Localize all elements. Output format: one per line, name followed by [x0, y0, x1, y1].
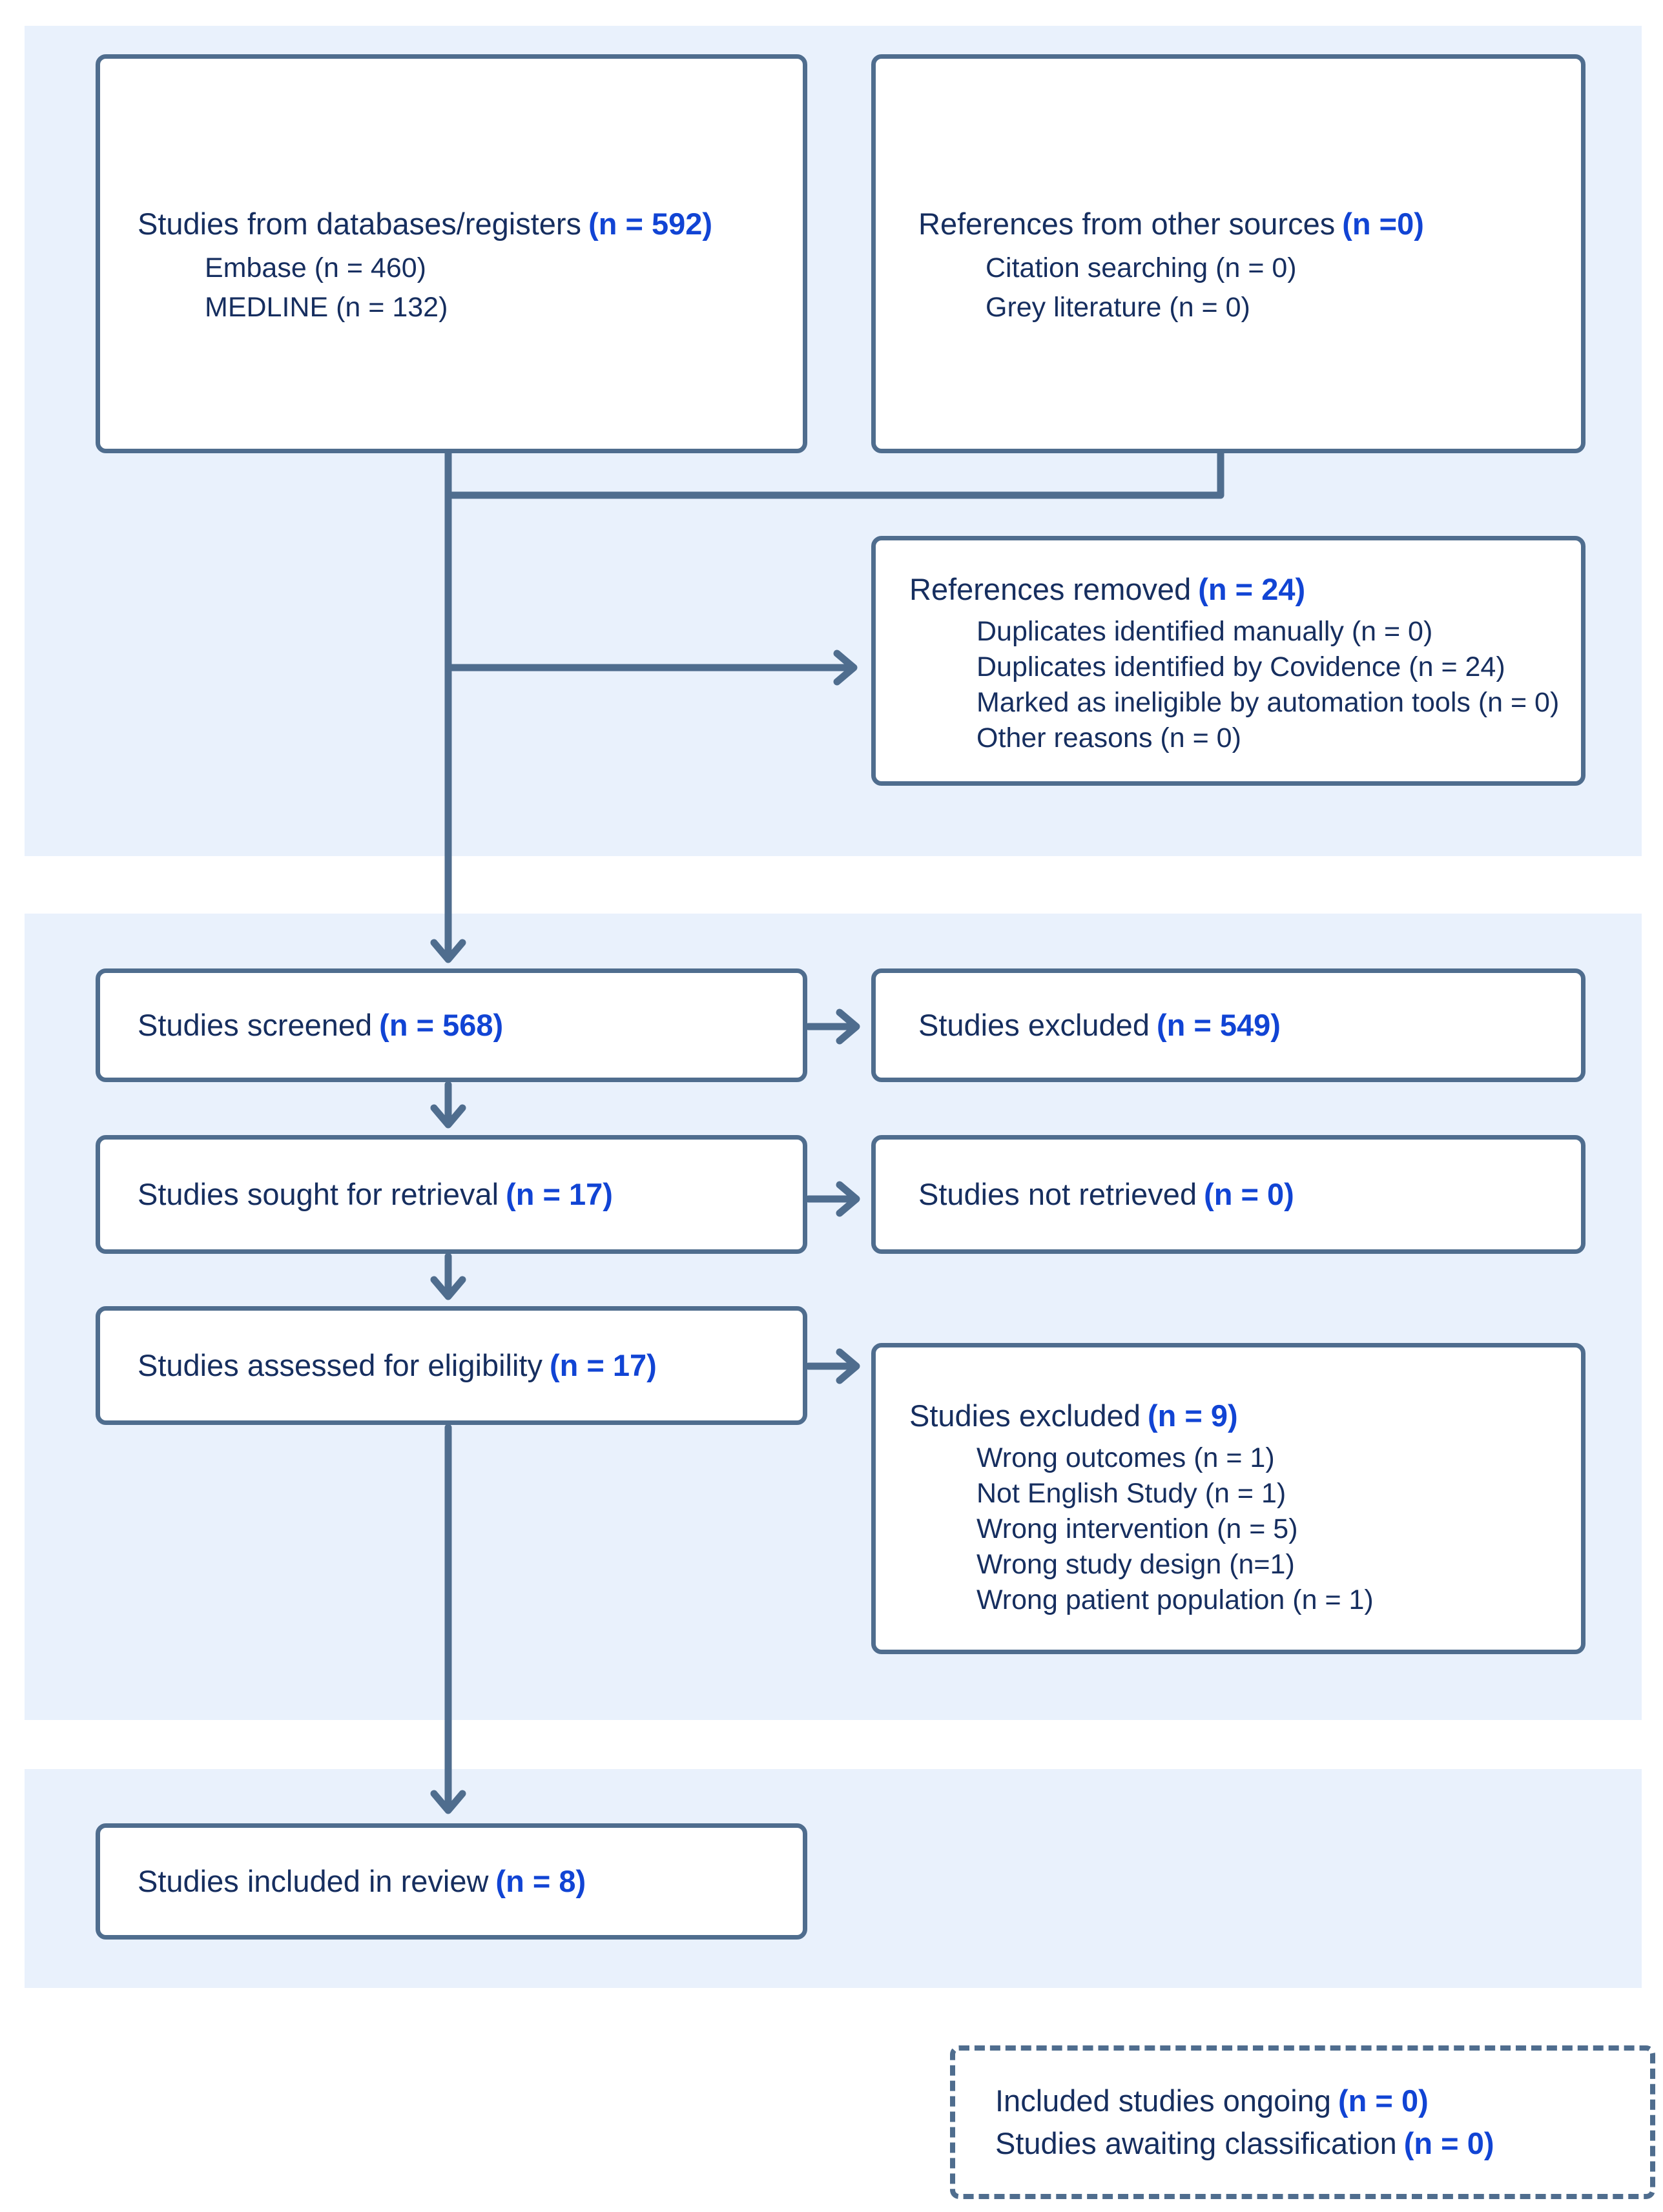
box-studies-assessed-for-eligibility: Studies assessed for eligibility(n = 17) [96, 1306, 807, 1425]
box-title: Studies assessed for eligibility(n = 17) [138, 1347, 657, 1384]
title-count: (n = 549) [1156, 1008, 1281, 1042]
box-studies-screened: Studies screened(n = 568) [96, 968, 807, 1082]
title-label: Studies from databases/registers [138, 207, 582, 241]
list-item: Wrong intervention (n = 5) [976, 1513, 1298, 1544]
title-count: (n = 0) [1403, 2126, 1494, 2160]
box-studies-not-retrieved: Studies not retrieved(n = 0) [871, 1135, 1586, 1254]
title-label: Studies excluded [909, 1398, 1141, 1433]
box-title: Studies included in review(n = 8) [138, 1863, 586, 1900]
title-count: (n = 0) [1338, 2084, 1429, 2118]
box-title: References from other sources(n =0) [918, 206, 1565, 242]
list-item: Wrong outcomes (n = 1) [976, 1442, 1275, 1473]
box-studies-sought-for-retrieval: Studies sought for retrieval(n = 17) [96, 1135, 807, 1254]
box-title: Studies excluded(n = 549) [918, 1007, 1281, 1043]
title-count: (n = 24) [1198, 572, 1306, 606]
title-label: References removed [909, 572, 1192, 606]
title-label: Studies excluded [918, 1008, 1150, 1042]
box-items: Duplicates identified manually (n = 0) D… [976, 614, 1565, 756]
title-count: (n = 592) [588, 207, 713, 241]
box-items: Embase (n = 460) MEDLINE (n = 132) [205, 249, 787, 327]
title-label: Studies not retrieved [918, 1177, 1197, 1211]
ongoing-line: Included studies ongoing(n = 0) [995, 2080, 1650, 2122]
box-title: Studies from databases/registers(n = 592… [138, 206, 787, 242]
box-title: Studies excluded(n = 9) [909, 1398, 1565, 1434]
list-item: Not English Study (n = 1) [976, 1478, 1286, 1509]
box-items: Wrong outcomes (n = 1) Not English Study… [976, 1440, 1565, 1618]
box-awaiting-classification: Included studies ongoing(n = 0) Studies … [950, 2045, 1655, 2199]
box-studies-from-databases: Studies from databases/registers(n = 592… [96, 54, 807, 453]
box-studies-excluded-eligibility: Studies excluded(n = 9) Wrong outcomes (… [871, 1343, 1586, 1654]
box-title: Studies sought for retrieval(n = 17) [138, 1176, 613, 1213]
title-count: (n = 17) [549, 1348, 657, 1382]
box-title: Studies screened(n = 568) [138, 1007, 503, 1043]
title-count: (n = 568) [379, 1008, 504, 1042]
box-items: Citation searching (n = 0) Grey literatu… [986, 249, 1565, 327]
awaiting-line: Studies awaiting classification(n = 0) [995, 2122, 1650, 2165]
box-studies-included-in-review: Studies included in review(n = 8) [96, 1823, 807, 1940]
box-references-removed: References removed(n = 24) Duplicates id… [871, 536, 1586, 786]
title-label: Studies sought for retrieval [138, 1177, 499, 1211]
title-label: Studies included in review [138, 1864, 489, 1898]
title-count: (n =0) [1342, 207, 1424, 241]
list-item: Embase (n = 460) [205, 252, 426, 283]
list-item: Duplicates identified manually (n = 0) [976, 616, 1433, 647]
title-count: (n = 8) [495, 1864, 586, 1898]
list-item: Citation searching (n = 0) [986, 252, 1297, 283]
box-references-other-sources: References from other sources(n =0) Cita… [871, 54, 1586, 453]
list-item: Other reasons (n = 0) [976, 722, 1241, 753]
box-studies-excluded-screening: Studies excluded(n = 549) [871, 968, 1586, 1082]
list-item: Wrong patient population (n = 1) [976, 1584, 1374, 1615]
title-count: (n = 0) [1204, 1177, 1294, 1211]
list-item: Grey literature (n = 0) [986, 292, 1250, 323]
other-sources-merge-line [444, 449, 1224, 499]
title-label: Studies assessed for eligibility [138, 1348, 542, 1382]
title-label: Included studies ongoing [995, 2084, 1332, 2118]
box-title: References removed(n = 24) [909, 571, 1565, 608]
list-item: MEDLINE (n = 132) [205, 292, 448, 323]
list-item: Wrong study design (n=1) [976, 1549, 1295, 1580]
title-label: Studies screened [138, 1008, 373, 1042]
box-title: Studies not retrieved(n = 0) [918, 1176, 1294, 1213]
title-count: (n = 9) [1147, 1398, 1238, 1433]
title-label: References from other sources [918, 207, 1336, 241]
title-count: (n = 17) [506, 1177, 613, 1211]
title-label: Studies awaiting classification [995, 2126, 1397, 2160]
list-item: Marked as ineligible by automation tools… [976, 687, 1560, 718]
list-item: Duplicates identified by Covidence (n = … [976, 651, 1505, 682]
